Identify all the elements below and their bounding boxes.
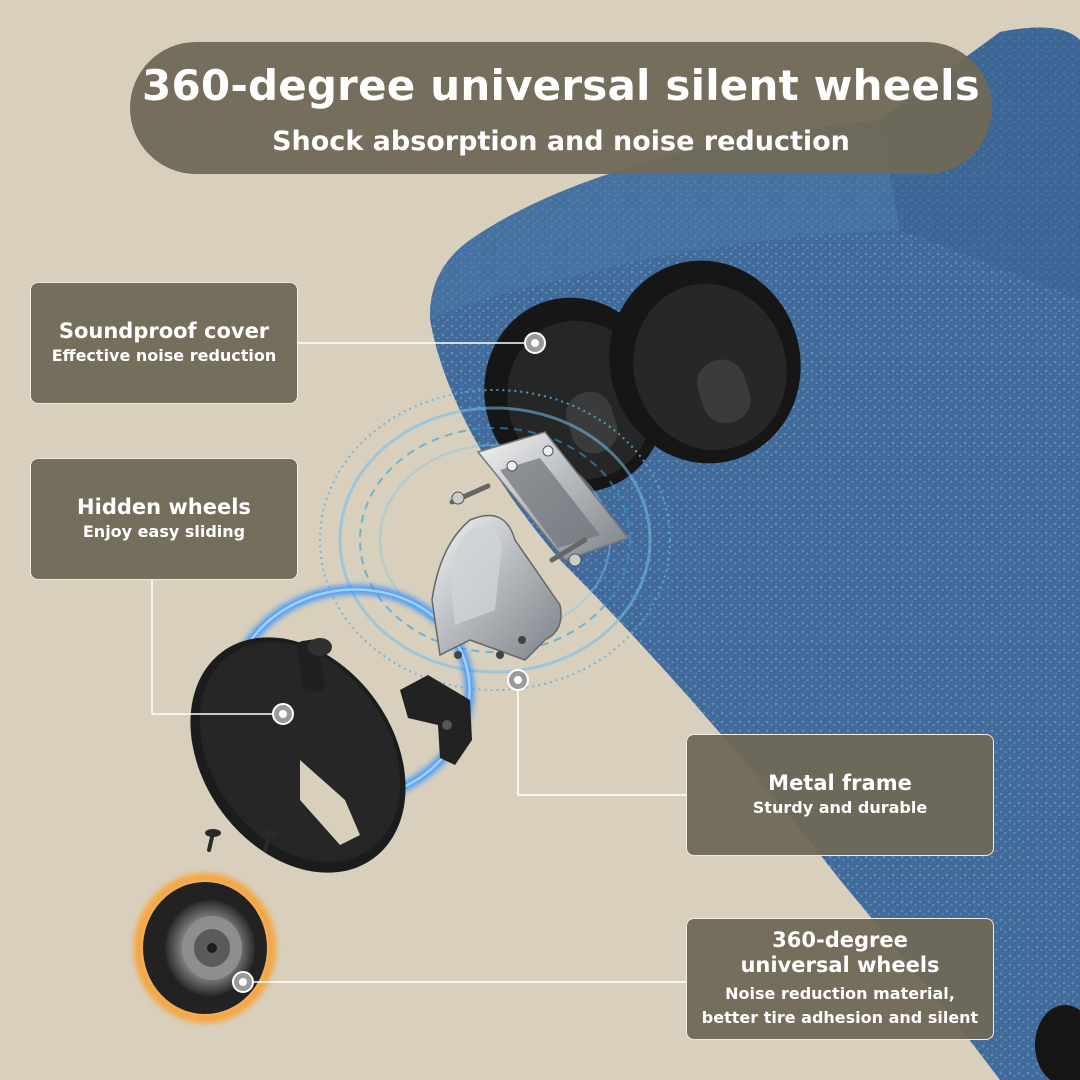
callout-hidden-wheels: Hidden wheels Enjoy easy sliding bbox=[30, 458, 298, 580]
metal-frame bbox=[431, 514, 562, 661]
callout-subtitle: Effective noise reduction bbox=[51, 345, 277, 365]
callout-subtitle-line2: better tire adhesion and silent bbox=[701, 1008, 979, 1027]
callout-title: Soundproof cover bbox=[58, 318, 270, 343]
frame-glow-rings bbox=[319, 389, 671, 691]
universal-wheel bbox=[134, 873, 276, 1023]
callout-subtitle: Enjoy easy sliding bbox=[82, 521, 246, 541]
mounting-plate bbox=[449, 431, 630, 567]
callout-dots bbox=[232, 332, 546, 993]
callout-soundproof-cover: Soundproof cover Effective noise reducti… bbox=[30, 282, 298, 404]
callout-leaders bbox=[151, 342, 686, 983]
header-banner: 360-degree universal silent wheels Shock… bbox=[130, 42, 992, 174]
callout-title-line2: universal wheels bbox=[740, 953, 940, 977]
base-plate bbox=[190, 637, 406, 873]
page-title: 360-degree universal silent wheels bbox=[142, 61, 980, 110]
wheel-housing-back bbox=[609, 260, 801, 464]
callout-title: Metal frame bbox=[768, 770, 912, 795]
callout-subtitle: Sturdy and durable bbox=[752, 797, 928, 817]
callout-subtitle-line1: Noise reduction material, bbox=[725, 984, 955, 1003]
callout-title: Hidden wheels bbox=[77, 494, 251, 519]
callout-metal-frame: Metal frame Sturdy and durable bbox=[686, 734, 994, 856]
loose-screws bbox=[205, 829, 278, 852]
page-subtitle: Shock absorption and noise reduction bbox=[272, 126, 850, 157]
callout-universal-wheels: 360-degree universal wheels Noise reduct… bbox=[686, 918, 994, 1040]
wheel-housing-bottom bbox=[1035, 1005, 1080, 1080]
wheel-bracket bbox=[400, 675, 472, 765]
callout-title-line1: 360-degree bbox=[772, 928, 908, 952]
